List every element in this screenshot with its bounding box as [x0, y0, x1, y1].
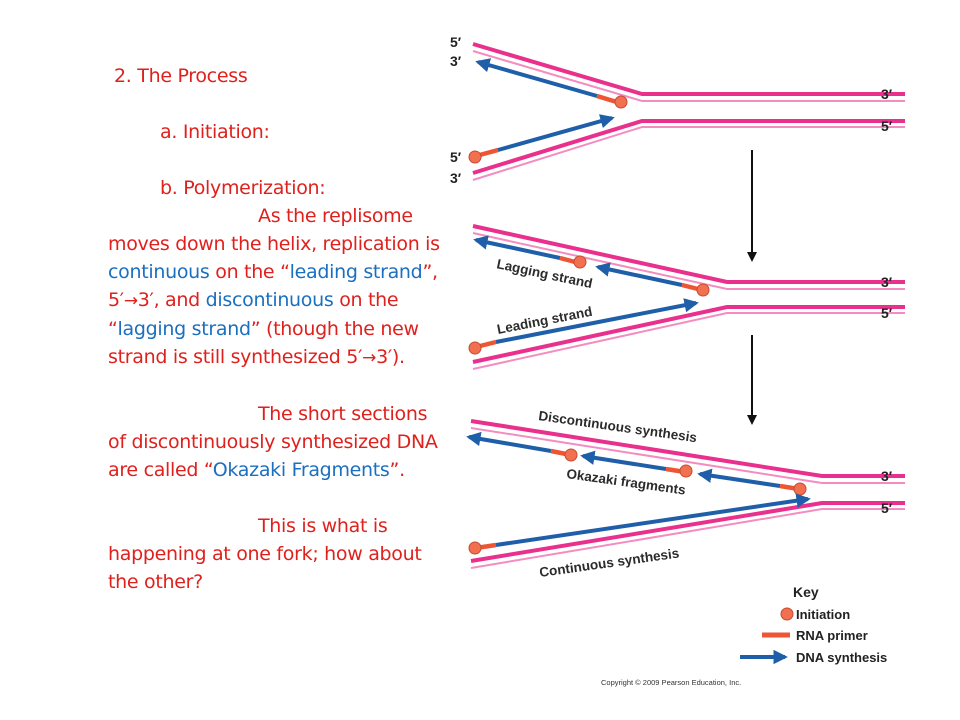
para1-continuous: continuous	[108, 261, 210, 283]
parental-strand-top-inner	[472, 232, 905, 290]
initiation-point	[468, 341, 482, 355]
key-title: Key	[793, 584, 819, 600]
new-strand-fragment	[466, 431, 552, 453]
arrow-icon: →	[123, 291, 138, 311]
para1-text-7: 3′).	[376, 346, 405, 368]
key-initiation: Initiation	[796, 607, 850, 622]
initiation-point	[696, 283, 710, 297]
label-5-prime: 5′	[450, 149, 462, 165]
initiation-point	[614, 95, 628, 109]
label-3-prime: 3′	[881, 468, 893, 484]
para1-lagging-strand: lagging strand	[117, 318, 251, 340]
initiation-point	[573, 255, 587, 269]
parental-strand-top	[470, 419, 905, 478]
label-3-prime: 3′	[450, 53, 462, 69]
parental-strand-bottom	[472, 119, 905, 175]
new-strand-fragment	[595, 262, 683, 287]
label-3-prime: 3′	[881, 86, 893, 102]
para3-text: This is what is happening at one fork; h…	[108, 515, 422, 593]
polymerization-heading: b. Polymerization:	[160, 177, 326, 199]
para1-discontinuous: discontinuous	[205, 289, 334, 311]
key-dna-synthesis: DNA synthesis	[796, 650, 887, 665]
new-strand-fragment	[580, 450, 667, 471]
stage-3-fork: Discontinuous synthesis Okazaki fragment…	[466, 408, 905, 580]
label-3-prime: 3′	[881, 274, 893, 290]
discontinuous-synthesis-label: Discontinuous synthesis	[538, 408, 698, 445]
slide-text: 2. The Process a. Initiation: b. Polymer…	[108, 62, 443, 596]
new-strand-fragment	[697, 468, 781, 488]
initiation-point	[679, 464, 693, 478]
para1-text-6: ” (though the new strand is still synthe…	[108, 318, 419, 368]
parental-strand-bottom-inner	[472, 126, 905, 181]
key-rna-primer: RNA primer	[796, 628, 868, 643]
label-5-prime: 5′	[450, 34, 462, 50]
arrow-icon: →	[362, 348, 377, 368]
stage-1-fork: 5′ 3′ 5′ 3′ 3′ 5′	[450, 34, 905, 186]
initiation-point	[564, 448, 578, 462]
parental-strand-top-inner	[472, 50, 905, 102]
stage-2-fork: Lagging strand Leading strand 3′ 5′	[468, 224, 905, 370]
para1-text-5: on the “	[108, 289, 399, 340]
label-5-prime: 5′	[881, 118, 893, 134]
copyright-notice: Copyright © 2009 Pearson Education, Inc.	[601, 678, 741, 687]
other-fork-paragraph: This is what is happening at one fork; h…	[108, 512, 443, 596]
parental-strand-bottom-inner	[470, 508, 905, 569]
new-strand-fragment	[473, 235, 561, 260]
para2-text-2: ”.	[389, 459, 406, 481]
parental-strand-top-inner	[470, 427, 905, 484]
new-strand-leading	[495, 493, 811, 547]
initiation-point	[468, 150, 482, 164]
parental-strand-bottom	[472, 305, 905, 364]
initiation-heading: a. Initiation:	[160, 121, 270, 143]
para1-text-3: ”, 5′	[108, 261, 438, 311]
initiation-point	[793, 482, 807, 496]
new-strand-leading	[497, 114, 615, 152]
diagram-key: Key Initiation RNA primer DNA synthesis	[740, 584, 887, 665]
parental-strand-bottom	[470, 501, 905, 563]
label-5-prime: 5′	[881, 500, 893, 516]
para1-leading-strand: leading strand	[289, 261, 423, 283]
para1-text-1: As the replisome moves down the helix, r…	[108, 205, 440, 255]
parental-strand-top	[472, 224, 905, 284]
label-3-prime: 3′	[450, 170, 462, 186]
polymerization-paragraph: As the replisome moves down the helix, r…	[108, 202, 443, 372]
para1-text-4: 3′, and	[137, 289, 206, 311]
continuous-synthesis-label: Continuous synthesis	[538, 545, 680, 579]
initiation-point	[468, 541, 482, 555]
new-strand-leading	[495, 298, 699, 344]
label-5-prime: 5′	[881, 305, 893, 321]
para2-okazaki-fragments: Okazaki Fragments	[212, 459, 390, 481]
okazaki-paragraph: The short sections of discontinuously sy…	[108, 400, 443, 484]
para2-text-1: The short sections of discontinuously sy…	[108, 403, 438, 481]
para1-text-2: on the “	[209, 261, 290, 283]
new-strand-lagging	[475, 58, 598, 98]
parental-strand-top	[472, 42, 905, 96]
initiation-icon	[780, 607, 794, 621]
heading: 2. The Process	[114, 65, 248, 87]
parental-strand-bottom-inner	[472, 312, 905, 370]
